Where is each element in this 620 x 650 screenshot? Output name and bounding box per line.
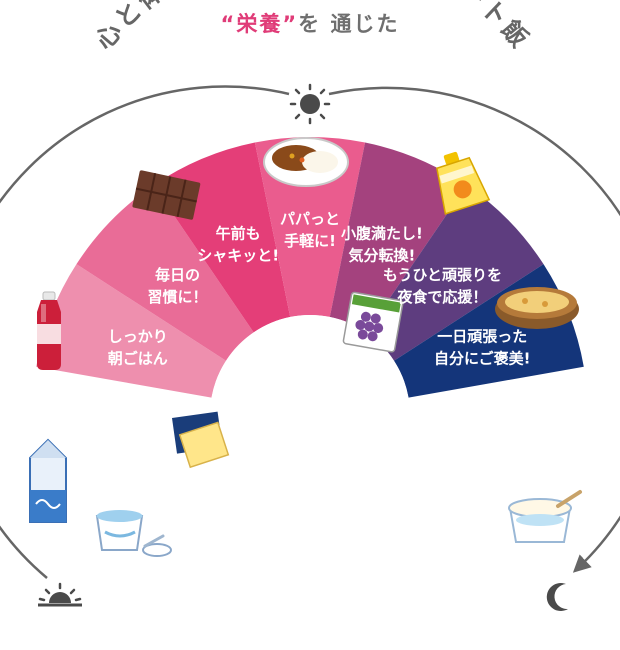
segment-label-line: シャキッと! xyxy=(197,247,279,265)
segment-label-line: もうひと頑張りを xyxy=(383,266,502,284)
wheel-center xyxy=(210,315,410,515)
segment-label-line: 手軽に! xyxy=(284,232,336,250)
chocolate-icon xyxy=(132,170,201,220)
guide-arc-left xyxy=(0,85,290,579)
segment-label-reward: 一日頑張った自分にご褒美! xyxy=(434,327,531,367)
segment-label-snack: 午前もシャキッと! xyxy=(197,225,279,265)
segment-afternoon xyxy=(329,142,467,333)
segment-label-line: 自分にご褒美! xyxy=(434,349,531,367)
title-quote-open: “ xyxy=(220,12,237,36)
cheese-slice-icon xyxy=(172,411,230,469)
segment-label-line: 習慣に！ xyxy=(148,288,208,306)
segment-label-afternoon: 小腹満たし! 気分転換! xyxy=(341,225,423,265)
guide-arc-right xyxy=(328,86,620,573)
grape-snack-icon xyxy=(342,291,404,353)
curry-rice-icon xyxy=(263,137,349,187)
title-rest: を 通じた xyxy=(298,12,400,36)
segment-label-line: 気分転換! xyxy=(348,247,415,265)
ice-cream-icon xyxy=(508,490,582,543)
segment-habit xyxy=(76,185,254,361)
sunrise-icon xyxy=(38,582,82,607)
jelly-pouch-icon xyxy=(436,151,491,215)
title-quote-close: ” xyxy=(282,12,299,36)
segment-breakfast xyxy=(36,264,226,398)
segment-label-line: 毎日の xyxy=(155,266,200,284)
title-arc-text: 心と体のいつでもどこでもサポート飯 xyxy=(89,0,535,55)
title-line-1: “栄養”を 通じた xyxy=(0,8,620,38)
title-keyword: 栄養 xyxy=(236,12,283,36)
moon-icon xyxy=(546,582,568,611)
segment-label-line: パパっと xyxy=(280,210,340,228)
segment-label-line: しっかり xyxy=(108,327,168,345)
sun-icon xyxy=(289,83,331,125)
milk-and-yogurt-icon xyxy=(29,438,172,557)
gratin-icon xyxy=(495,287,579,329)
segment-label-line: 一日頑張った xyxy=(437,327,527,345)
segment-label-line: 午前も xyxy=(216,225,261,243)
segment-dinner xyxy=(366,185,544,361)
drink-bottle-icon xyxy=(37,291,61,370)
title-arc-path: 心と体のいつでもどこでもサポート飯 xyxy=(89,0,532,55)
segment-label-breakfast: しっかり朝ごはん xyxy=(108,327,168,367)
segment-label-line: 夜食で応援！ xyxy=(396,288,487,306)
segment-label-habit: 毎日の習慣に！ xyxy=(148,266,208,306)
segment-label-lunch: パパっと手軽に! xyxy=(280,210,340,250)
segment-label-line: 朝ごはん xyxy=(108,349,168,367)
segment-label-dinner: もうひと頑張りを夜食で応援！ xyxy=(383,266,502,306)
segment-label-line: 小腹満たし! xyxy=(341,225,423,243)
